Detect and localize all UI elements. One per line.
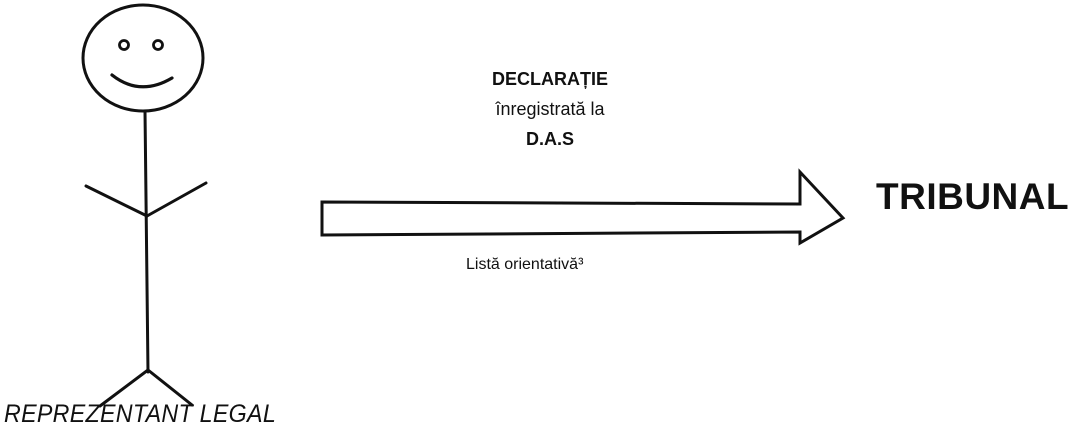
figure-body <box>143 109 150 374</box>
figure-right-arm <box>145 181 208 218</box>
declaration-text-block: DECLARAȚIE înregistrată la D.A.S <box>430 64 670 154</box>
stick-figure-icon <box>81 3 208 408</box>
figure-head <box>81 3 205 113</box>
figure-right-leg <box>146 368 194 407</box>
figure-right-eye <box>152 39 164 51</box>
declaration-title: DECLARAȚIE <box>492 69 608 89</box>
declaration-code: D.A.S <box>525 129 574 149</box>
actor-label: REPREZENTANT LEGAL <box>4 400 277 428</box>
figure-smile <box>110 73 174 89</box>
right-arrow-icon <box>320 168 846 246</box>
declaration-line: înregistrată la <box>495 99 605 119</box>
figure-left-leg <box>98 368 150 408</box>
target-label: TRIBUNAL <box>876 176 1068 217</box>
orientative-list-note: Listă orientativă³ <box>466 256 584 273</box>
figure-left-eye <box>118 39 130 51</box>
figure-left-arm <box>84 184 149 218</box>
